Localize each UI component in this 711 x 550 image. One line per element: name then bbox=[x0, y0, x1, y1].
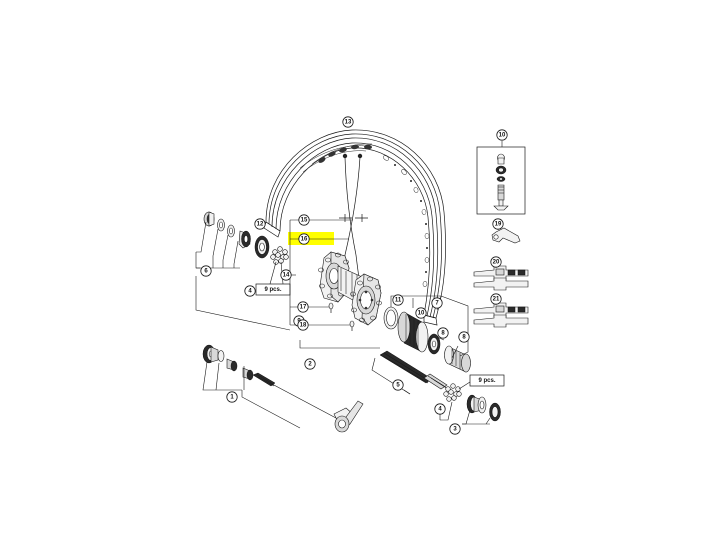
callout-number: 15 bbox=[301, 217, 308, 223]
callout-number: 21 bbox=[493, 296, 500, 302]
callout-bubble bbox=[449, 423, 461, 435]
callout-number: 20 bbox=[493, 259, 500, 265]
callout-17[interactable]: 17 bbox=[297, 301, 309, 313]
callout-13[interactable]: 13 bbox=[342, 116, 354, 128]
callout-number: 11 bbox=[395, 297, 402, 303]
callout-bubble bbox=[304, 358, 316, 370]
callout-layer: 1234456788910111213141516171819202110 bbox=[200, 116, 508, 435]
callout-number: 2 bbox=[308, 361, 312, 367]
callout-number: 18 bbox=[300, 322, 307, 328]
callout-12[interactable]: 12 bbox=[254, 218, 266, 230]
callout-number: 17 bbox=[300, 304, 307, 310]
pcs-label-left-text: 9 pcs. bbox=[264, 287, 281, 293]
callout-19[interactable]: 19 bbox=[492, 218, 504, 230]
callout-bubble bbox=[392, 379, 404, 391]
valve-box bbox=[476, 141, 526, 215]
callout-number: 1 bbox=[230, 394, 234, 400]
rim-assembly bbox=[263, 129, 446, 326]
callout-8[interactable]: 8 bbox=[458, 331, 470, 343]
callout-18[interactable]: 18 bbox=[297, 319, 309, 331]
callout-14[interactable]: 14 bbox=[280, 269, 292, 281]
callout-bubble bbox=[490, 256, 502, 268]
callout-bubble bbox=[458, 331, 470, 343]
callout-2[interactable]: 2 bbox=[304, 358, 316, 370]
tool-19 bbox=[491, 226, 521, 244]
callout-7[interactable]: 7 bbox=[431, 297, 443, 309]
callout-16[interactable]: 16 bbox=[298, 233, 310, 245]
callout-5[interactable]: 5 bbox=[392, 379, 404, 391]
callout-number: 8 bbox=[462, 334, 466, 340]
callout-number: 4 bbox=[248, 288, 252, 294]
callout-bubble bbox=[492, 218, 504, 230]
callout-bubble bbox=[280, 269, 292, 281]
callout-number: 5 bbox=[396, 382, 400, 388]
highlight-band bbox=[288, 232, 334, 245]
ball-bearings-left bbox=[270, 246, 289, 265]
callout-number: 14 bbox=[283, 272, 290, 278]
callout-bubble bbox=[297, 319, 309, 331]
callout-number: 12 bbox=[257, 221, 264, 227]
quick-release-skewer bbox=[202, 340, 380, 433]
callout-6[interactable]: 6 bbox=[200, 265, 212, 277]
callout-number: 8 bbox=[441, 330, 445, 336]
callout-bubble bbox=[342, 116, 354, 128]
callout-bubble bbox=[200, 265, 212, 277]
callout-bubble bbox=[297, 301, 309, 313]
callout-21[interactable]: 21 bbox=[490, 293, 502, 305]
callout-number: 19 bbox=[495, 221, 502, 227]
callout-bubble bbox=[415, 307, 427, 319]
callout-bubble bbox=[298, 233, 310, 245]
callout-number: 16 bbox=[301, 236, 308, 242]
callout-3[interactable]: 3 bbox=[449, 423, 461, 435]
callout-number: 4 bbox=[438, 406, 442, 412]
pcs-label-right-text: 9 pcs. bbox=[478, 378, 495, 384]
callout-number: 6 bbox=[204, 268, 208, 274]
hub-shell bbox=[318, 251, 382, 326]
callout-bubble bbox=[434, 403, 446, 415]
callout-number: 13 bbox=[345, 119, 352, 125]
callout-8[interactable]: 8 bbox=[437, 327, 449, 339]
callout-bubble bbox=[431, 297, 443, 309]
callout-15[interactable]: 15 bbox=[298, 214, 310, 226]
axle-assembly bbox=[371, 350, 449, 395]
callout-number: 7 bbox=[435, 300, 439, 306]
callout-bubble bbox=[392, 294, 404, 306]
ball-bearings-right bbox=[443, 383, 462, 402]
callout-number: 10 bbox=[418, 310, 425, 316]
freehub-assembly bbox=[383, 295, 471, 373]
callout-bubble bbox=[244, 285, 256, 297]
pcs-label-right bbox=[458, 374, 505, 390]
callout-4[interactable]: 4 bbox=[244, 285, 256, 297]
callout-bubble bbox=[298, 214, 310, 226]
callout-10[interactable]: 10 bbox=[415, 307, 427, 319]
callout-20[interactable]: 20 bbox=[490, 256, 502, 268]
tool-21 bbox=[473, 301, 529, 328]
callout-11[interactable]: 11 bbox=[392, 294, 404, 306]
tool-20 bbox=[473, 264, 529, 291]
callout-bubble bbox=[254, 218, 266, 230]
right-bearing-parts bbox=[439, 383, 501, 425]
callout-1[interactable]: 1 bbox=[226, 391, 238, 403]
left-bearing-parts bbox=[195, 211, 291, 331]
callout-bubble bbox=[226, 391, 238, 403]
callout-number: 3 bbox=[453, 426, 457, 432]
callout-10[interactable]: 10 bbox=[496, 129, 508, 141]
callout-4[interactable]: 4 bbox=[434, 403, 446, 415]
callout-bubble bbox=[496, 129, 508, 141]
callout-number: 10 bbox=[499, 132, 506, 138]
callout-bubble bbox=[437, 327, 449, 339]
callout-bubble bbox=[490, 293, 502, 305]
hub-small-parts bbox=[328, 302, 355, 331]
